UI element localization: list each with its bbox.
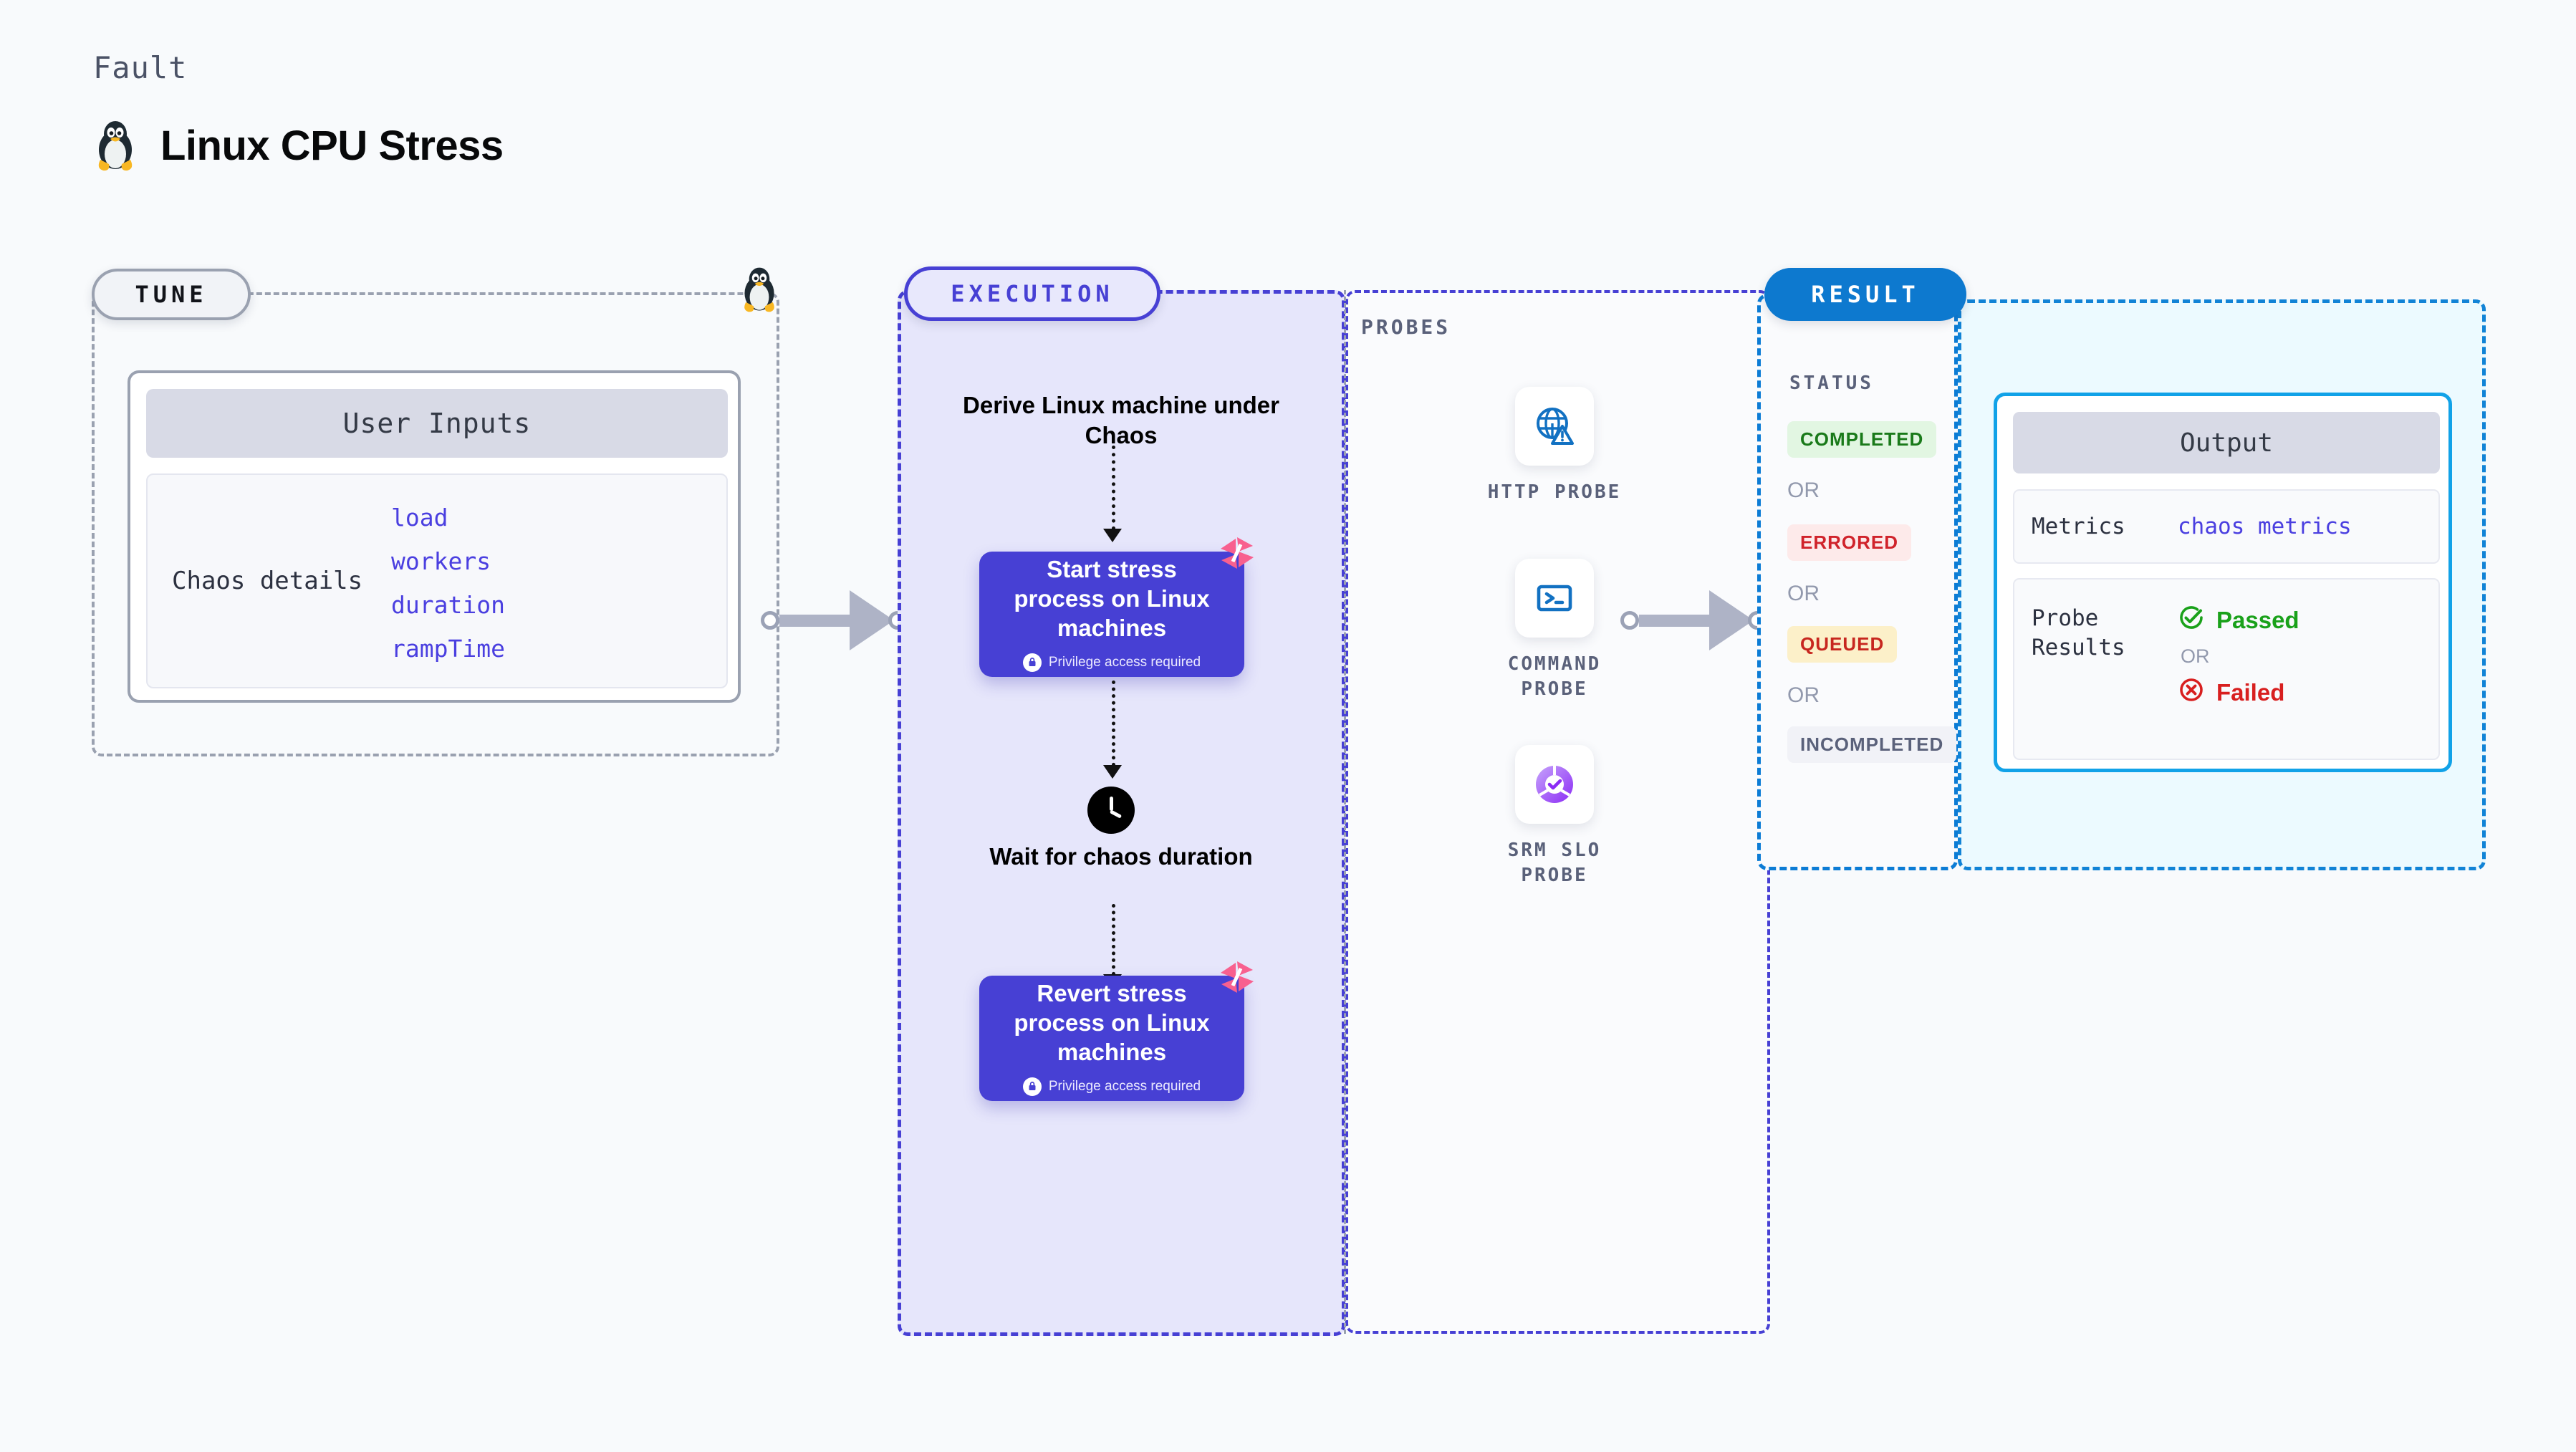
user-inputs-header: User Inputs <box>146 389 728 458</box>
connector-shaft <box>1639 614 1711 627</box>
connector-knob-left <box>761 611 779 630</box>
chaos-details-key: Chaos details <box>172 567 363 595</box>
flow-arrow-1 <box>1103 529 1122 542</box>
check-circle-icon <box>2178 604 2205 637</box>
status-or-3: OR <box>1787 683 1820 707</box>
input-param-load[interactable]: load <box>391 504 448 532</box>
lock-icon <box>1022 1077 1042 1096</box>
input-param-workers[interactable]: workers <box>391 547 491 575</box>
linux-penguin-icon <box>93 118 138 173</box>
output-probe-results-key: Probe Results <box>2032 605 2125 660</box>
output-probe-results-row: Probe Results Passed OR <box>2013 578 2440 760</box>
connector-arrowhead <box>1709 590 1754 650</box>
output-card-header: Output <box>2013 412 2440 473</box>
task-revert-stress-note-text: Privilege access required <box>1048 1078 1201 1094</box>
page-title-row: Linux CPU Stress <box>93 118 504 173</box>
terminal-icon <box>1515 559 1594 638</box>
step-derive-machine-label: Derive Linux machine under Chaos <box>963 392 1279 449</box>
status-or-1: OR <box>1787 479 1820 502</box>
clock-icon <box>1087 787 1135 834</box>
execution-badge[interactable]: EXECUTION <box>904 266 1160 321</box>
status-or-2: OR <box>1787 582 1820 605</box>
probes-label: PROBES <box>1361 315 1451 339</box>
task-revert-stress-title: Revert stress process on Linux machines <box>1014 980 1210 1065</box>
probe-srm-slo[interactable]: SRM SLO PROBE <box>1476 745 1633 888</box>
globe-warning-icon <box>1515 387 1594 466</box>
task-start-stress-note-text: Privilege access required <box>1048 654 1201 670</box>
output-probe-results-values: Passed OR Failed <box>2178 604 2299 709</box>
flow-line-2 <box>1112 681 1115 766</box>
connector-tune-to-execution <box>761 590 908 650</box>
output-metrics-value[interactable]: chaos metrics <box>2178 514 2352 539</box>
connector-shaft <box>779 614 851 627</box>
chaos-details-values: load workers duration rampTime <box>391 475 726 687</box>
output-metrics-row: Metrics chaos metrics <box>2013 489 2440 564</box>
probe-command-label: COMMAND PROBE <box>1507 653 1602 701</box>
tune-panel <box>92 292 779 756</box>
connector-probes-to-result <box>1620 590 1771 650</box>
probe-result-passed-text: Passed <box>2216 607 2299 633</box>
probe-result-passed: Passed <box>2178 604 2299 637</box>
tune-corner-penguin-icon <box>739 265 779 317</box>
status-badge-incompleted: INCOMPLETED <box>1787 726 1957 763</box>
task-revert-stress-note: Privilege access required <box>1022 1077 1201 1096</box>
probes-panel-left-divider <box>1344 290 1347 1334</box>
harness-logo-icon <box>1217 533 1257 577</box>
task-start-stress[interactable]: Start stress process on Linux machines P… <box>979 537 1254 677</box>
tune-panel-border <box>92 292 779 756</box>
page-kicker: Fault <box>93 50 188 85</box>
probe-command[interactable]: COMMAND PROBE <box>1476 559 1633 702</box>
input-param-duration[interactable]: duration <box>391 591 505 619</box>
probe-http[interactable]: HTTP PROBE <box>1476 387 1633 505</box>
probe-result-failed: Failed <box>2178 676 2299 709</box>
harness-logo-icon <box>1217 957 1257 1001</box>
flow-arrow-2 <box>1103 765 1122 779</box>
status-badge-errored: ERRORED <box>1787 524 1912 561</box>
result-panel <box>1757 294 1958 870</box>
srm-slo-donut-icon <box>1515 745 1594 824</box>
flow-line-3 <box>1112 904 1115 976</box>
tune-badge[interactable]: TUNE <box>92 269 251 320</box>
task-start-stress-title: Start stress process on Linux machines <box>1014 556 1210 641</box>
probe-http-label: HTTP PROBE <box>1487 481 1622 503</box>
output-metrics-key: Metrics <box>2032 513 2125 539</box>
result-panel-border <box>1757 294 1958 870</box>
output-card: Output Metrics chaos metrics Probe Resul… <box>1994 393 2452 772</box>
probe-srm-slo-label: SRM SLO PROBE <box>1507 840 1602 887</box>
probe-result-or: OR <box>2181 645 2210 667</box>
flow-line-1 <box>1112 446 1115 530</box>
lock-icon <box>1022 653 1042 672</box>
user-inputs-card: User Inputs Chaos details load workers d… <box>128 370 741 703</box>
chaos-details-row: Chaos details load workers duration ramp… <box>146 473 728 688</box>
step-wait-duration-label: Wait for chaos duration <box>989 843 1253 870</box>
status-label: STATUS <box>1789 372 1874 394</box>
task-revert-stress[interactable]: Revert stress process on Linux machines … <box>979 961 1254 1101</box>
input-param-ramptime[interactable]: rampTime <box>391 635 505 663</box>
status-badge-completed: COMPLETED <box>1787 421 1937 458</box>
connector-arrowhead <box>850 590 894 650</box>
task-start-stress-note: Privilege access required <box>1022 653 1201 672</box>
connector-knob-left <box>1620 611 1639 630</box>
x-circle-icon <box>2178 676 2205 709</box>
result-badge[interactable]: RESULT <box>1764 268 1966 321</box>
status-badge-queued: QUEUED <box>1787 626 1898 663</box>
page-title: Linux CPU Stress <box>160 122 504 169</box>
probe-result-failed-text: Failed <box>2216 679 2285 706</box>
